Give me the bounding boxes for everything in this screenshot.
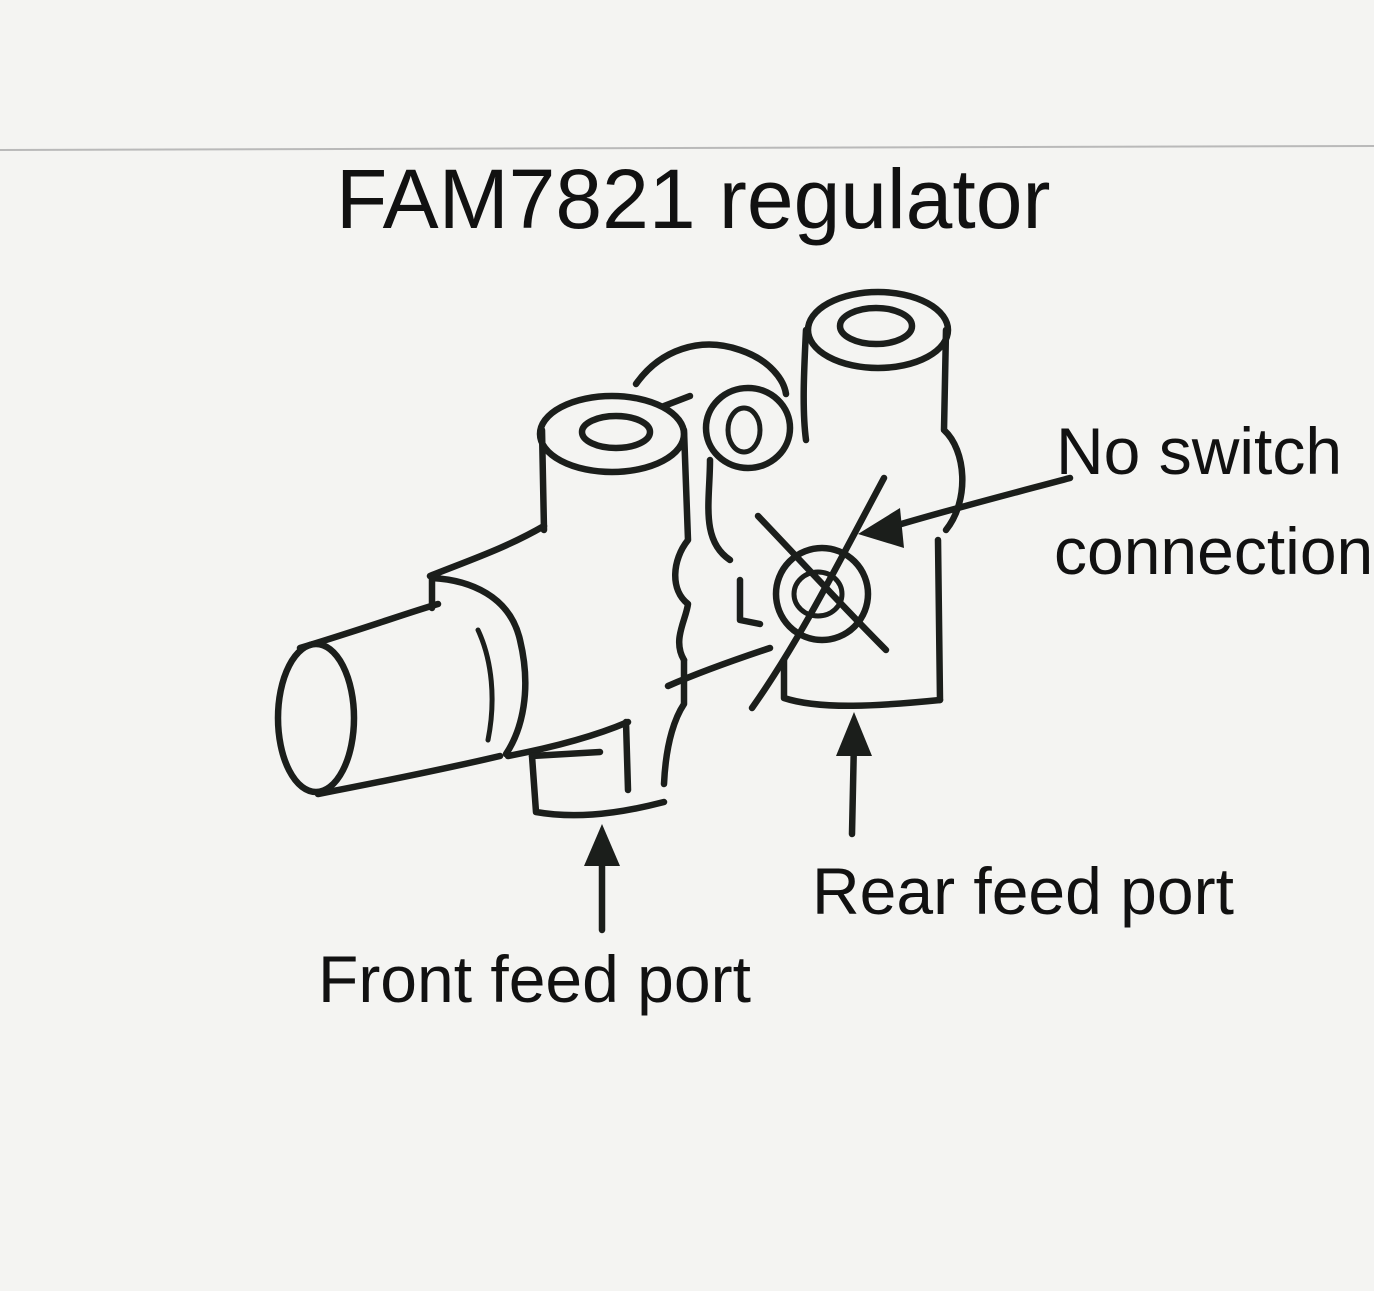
diagram-title: FAM7821 regulator [336, 152, 1050, 246]
arrow-front-feed [584, 824, 620, 934]
label-rear-feed-port: Rear feed port [812, 854, 1234, 928]
switch-connection-crossed [664, 474, 890, 712]
arrow-rear-feed [836, 712, 872, 838]
ruled-line [0, 145, 1374, 151]
arrow-no-switch [858, 474, 1074, 548]
inlet-collar [426, 522, 632, 760]
rear-tower [705, 288, 966, 710]
label-front-feed-port: Front feed port [318, 942, 751, 1016]
front-tower [528, 392, 692, 819]
label-no-switch-line1: No switch [1056, 414, 1342, 488]
regulator-body [274, 288, 966, 819]
middle-port [632, 341, 794, 472]
label-no-switch-line2: connection [1054, 514, 1373, 588]
inlet-pipe [274, 600, 504, 798]
